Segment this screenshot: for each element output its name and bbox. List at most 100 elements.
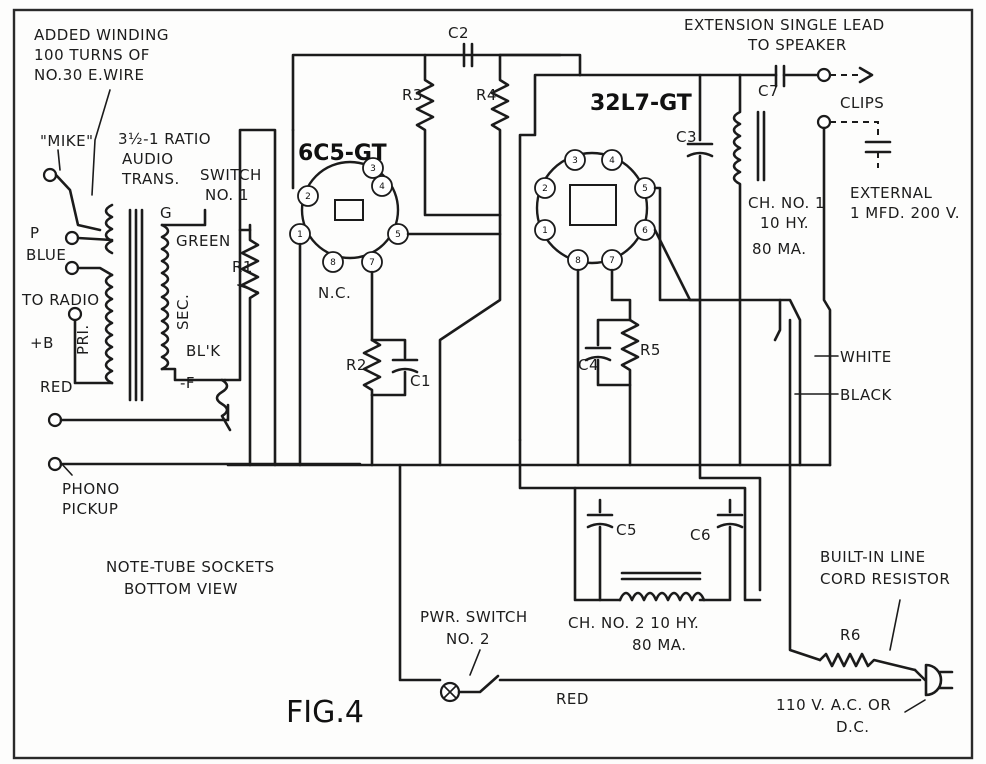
switch1-label-1: SWITCH (200, 166, 262, 184)
nc-label: N.C. (318, 284, 351, 302)
power-switch-2 (439, 649, 922, 703)
c4-label: C4 (578, 356, 599, 374)
tube2-label: 32L7-GT (590, 91, 692, 116)
to-radio-label: TO RADIO (21, 291, 100, 309)
ac-plug (904, 663, 954, 713)
c6-label: C6 (690, 526, 711, 544)
frame-border (12, 8, 974, 760)
p-label: P (30, 224, 40, 242)
tube-6c5gt: 3 2 1 8 7 5 4 (289, 157, 409, 273)
audio-transformer (104, 203, 227, 402)
r6-label: R6 (840, 626, 861, 644)
svg-text:5: 5 (395, 230, 401, 240)
r1-resistor (237, 223, 260, 467)
audio-trans-label-2: AUDIO (122, 150, 174, 168)
c4-capacitor (584, 318, 632, 467)
svg-text:8: 8 (575, 256, 581, 266)
c5-capacitor (586, 498, 622, 602)
sec-label: SEC. (174, 294, 192, 330)
c7-label: C7 (758, 82, 779, 100)
svg-text:1: 1 (297, 230, 303, 240)
c6-capacitor (698, 498, 744, 602)
extension-terminal (816, 67, 832, 83)
r5-label: R5 (640, 341, 661, 359)
mike-label: "MIKE" (40, 132, 93, 150)
ch2-label-2: 80 MA. (632, 636, 687, 654)
clips-terminal (816, 114, 832, 130)
g-label: G (160, 204, 172, 222)
mains-label-1: 110 V. A.C. OR (776, 696, 891, 714)
ch1-label-3: 80 MA. (752, 240, 807, 258)
clips-label: CLIPS (840, 94, 884, 112)
white-label: WHITE (840, 348, 892, 366)
mike-terminal (42, 167, 58, 183)
r6-resistor (818, 599, 917, 672)
tube-32l7gt: 3 4 2 5 1 6 8 7 (534, 149, 656, 271)
audio-trans-label-1: 3½-1 RATIO (118, 130, 211, 148)
ch1-label-2: 10 HY. (760, 214, 809, 232)
r3-label: R3 (402, 86, 423, 104)
added-winding-label-1: ADDED WINDING (34, 26, 169, 44)
mains-label-2: D.C. (836, 718, 870, 736)
c5-label: C5 (616, 521, 637, 539)
svg-text:4: 4 (379, 182, 385, 192)
r1-label: R1 (232, 258, 253, 276)
ch2-label-1: CH. NO. 2 10 HY. (568, 614, 699, 632)
red-power-label: RED (556, 690, 589, 708)
red-terminal (67, 306, 83, 322)
extension-label-2: TO SPEAKER (747, 36, 847, 54)
svg-text:2: 2 (542, 184, 548, 194)
r4-resistor (438, 53, 510, 467)
audio-trans-label-3: TRANS. (121, 170, 180, 188)
choke-2 (618, 571, 706, 602)
external-label-2: 1 MFD. 200 V. (850, 204, 960, 222)
note-label-2: BOTTOM VIEW (124, 580, 238, 598)
added-winding-label-2: 100 TURNS OF (34, 46, 150, 64)
ch1-label-1: CH. NO. 1 (748, 194, 825, 212)
phono-label-1: PHONO (62, 480, 120, 498)
green-label: GREEN (176, 232, 231, 250)
plus-b-label: +B (30, 334, 54, 352)
svg-text:7: 7 (609, 256, 615, 266)
minus-f-label: -F (180, 374, 195, 392)
r4-label: R4 (476, 86, 497, 104)
svg-text:2: 2 (305, 192, 311, 202)
c2-capacitor (462, 42, 474, 68)
switch-1 (215, 128, 277, 467)
c1-label: C1 (410, 372, 431, 390)
c3-label: C3 (676, 128, 697, 146)
svg-text:3: 3 (370, 164, 376, 174)
svg-text:6: 6 (642, 226, 648, 236)
line-cord-label-2: CORD RESISTOR (820, 570, 950, 588)
c2-label: C2 (448, 24, 469, 42)
phono-terminal-1 (47, 412, 63, 428)
red-input-label: RED (40, 378, 73, 396)
r3-resistor (415, 53, 502, 217)
plus-b-terminal (64, 260, 80, 276)
figure-title: FIG.4 (286, 695, 364, 730)
blk-label: BL'K (186, 342, 221, 360)
pri-label: PRI. (74, 324, 92, 355)
svg-text:4: 4 (609, 156, 615, 166)
choke-1 (732, 73, 766, 467)
r2-resistor (362, 338, 382, 397)
c1-capacitor (370, 338, 419, 397)
blue-label: BLUE (26, 246, 66, 264)
added-winding-label-3: NO.30 E.WIRE (34, 66, 144, 84)
tube1-label: 6C5-GT (298, 141, 387, 166)
svg-text:7: 7 (369, 258, 375, 268)
switch1-label-2: NO. 1 (205, 186, 249, 204)
svg-text:8: 8 (330, 258, 336, 268)
phono-label-2: PICKUP (62, 500, 118, 518)
r2-label: R2 (346, 356, 367, 374)
svg-text:3: 3 (572, 156, 578, 166)
svg-text:1: 1 (542, 226, 548, 236)
phono-terminal-2 (47, 456, 63, 472)
black-label: BLACK (840, 386, 892, 404)
external-label-1: EXTERNAL (850, 184, 933, 202)
note-label-1: NOTE-TUBE SOCKETS (106, 558, 275, 576)
svg-text:5: 5 (642, 184, 648, 194)
r5-resistor (620, 318, 640, 387)
